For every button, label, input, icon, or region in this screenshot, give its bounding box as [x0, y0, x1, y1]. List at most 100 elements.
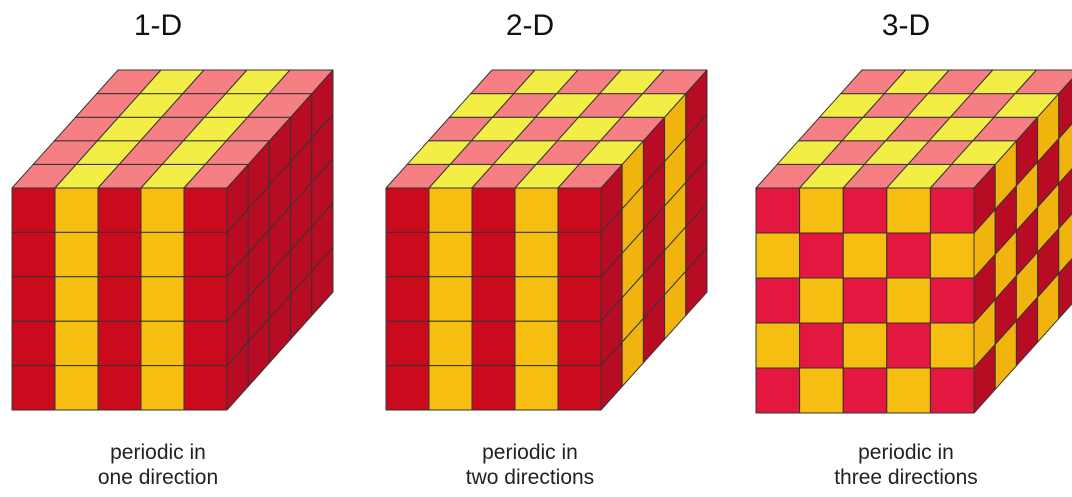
front-cell: [97, 187, 142, 233]
title-1d: 1-D: [133, 9, 183, 42]
front-cell: [385, 320, 430, 367]
caption-1d-line2: one direction: [97, 466, 219, 489]
front-cell: [755, 277, 801, 324]
front-cell: [557, 276, 602, 322]
front-cell: [929, 187, 975, 234]
front-cell: [471, 320, 516, 367]
front-cell: [842, 277, 888, 324]
front-cell: [428, 320, 473, 367]
cube-1d: [11, 69, 334, 411]
cube-3d: [755, 69, 1072, 414]
front-cell: [385, 276, 430, 322]
front-cell: [11, 231, 56, 278]
caption-1d-line1: periodic in: [110, 441, 206, 464]
side-cell: [1058, 78, 1072, 140]
caption-3d-line1: periodic in: [858, 441, 954, 464]
front-cell: [557, 187, 602, 233]
front-cell: [755, 232, 801, 279]
front-cell: [799, 277, 844, 324]
front-cell: [557, 320, 602, 367]
top-cell: [268, 69, 334, 95]
side-cell: [685, 247, 708, 317]
caption-2d-line1: periodic in: [482, 441, 578, 464]
top-cell: [1014, 69, 1072, 95]
front-cell: [140, 365, 185, 411]
front-cell: [140, 231, 185, 278]
front-cell: [929, 232, 975, 279]
front-cell: [183, 231, 228, 278]
front-cell: [11, 320, 56, 367]
front-cell: [183, 276, 228, 322]
front-cell: [183, 365, 228, 411]
front-cell: [886, 187, 931, 234]
front-cell: [183, 320, 228, 367]
side-cell: [1058, 123, 1072, 185]
caption-3d: periodic in three directions: [776, 440, 1036, 490]
front-cell: [140, 276, 185, 322]
front-cell: [140, 187, 185, 233]
front-cell: [514, 276, 559, 322]
front-cell: [799, 187, 844, 234]
front-cell: [385, 187, 430, 233]
front-cell: [755, 322, 801, 369]
cube-2d: [385, 69, 708, 411]
front-cell: [54, 276, 99, 322]
front-cell: [471, 365, 516, 411]
front-cell: [755, 367, 801, 414]
front-cell: [428, 231, 473, 278]
front-cell: [471, 187, 516, 233]
top-cell: [642, 69, 708, 95]
front-cell: [140, 320, 185, 367]
front-cell: [428, 365, 473, 411]
front-cell: [929, 322, 975, 369]
front-cell: [385, 231, 430, 278]
front-cell: [97, 365, 142, 411]
front-cell: [886, 322, 931, 369]
front-cell: [471, 276, 516, 322]
front-cell: [755, 187, 801, 234]
front-cell: [842, 322, 888, 369]
front-cell: [842, 232, 888, 279]
front-cell: [557, 231, 602, 278]
front-cell: [54, 365, 99, 411]
front-cell: [514, 231, 559, 278]
front-cell: [886, 367, 931, 414]
front-cell: [11, 187, 56, 233]
front-cell: [471, 231, 516, 278]
side-cell: [1058, 258, 1072, 320]
front-cell: [11, 276, 56, 322]
caption-2d-line2: two directions: [465, 466, 595, 489]
front-cell: [385, 365, 430, 411]
side-cell: [1058, 168, 1072, 230]
front-cell: [929, 277, 975, 324]
front-cell: [514, 365, 559, 411]
front-cell: [428, 276, 473, 322]
front-cell: [929, 367, 975, 414]
front-cell: [428, 187, 473, 233]
front-cell: [557, 365, 602, 411]
front-cell: [842, 367, 888, 414]
front-cell: [799, 367, 844, 414]
front-cell: [514, 320, 559, 367]
caption-1d: periodic in one direction: [28, 440, 288, 490]
front-cell: [842, 187, 888, 234]
title-3d: 3-D: [881, 9, 931, 42]
caption-2d: periodic in two directions: [400, 440, 660, 490]
front-cell: [514, 187, 559, 233]
side-cell: [1058, 213, 1072, 275]
front-cell: [97, 231, 142, 278]
front-cell: [183, 187, 228, 233]
title-2d: 2-D: [505, 9, 555, 42]
front-cell: [54, 231, 99, 278]
front-cell: [54, 187, 99, 233]
front-cell: [54, 320, 99, 367]
front-cell: [799, 322, 844, 369]
front-cell: [11, 365, 56, 411]
caption-3d-line2: three directions: [834, 466, 978, 489]
front-cell: [97, 320, 142, 367]
front-cell: [97, 276, 142, 322]
front-cell: [886, 232, 931, 279]
front-cell: [886, 277, 931, 324]
front-cell: [799, 232, 844, 279]
